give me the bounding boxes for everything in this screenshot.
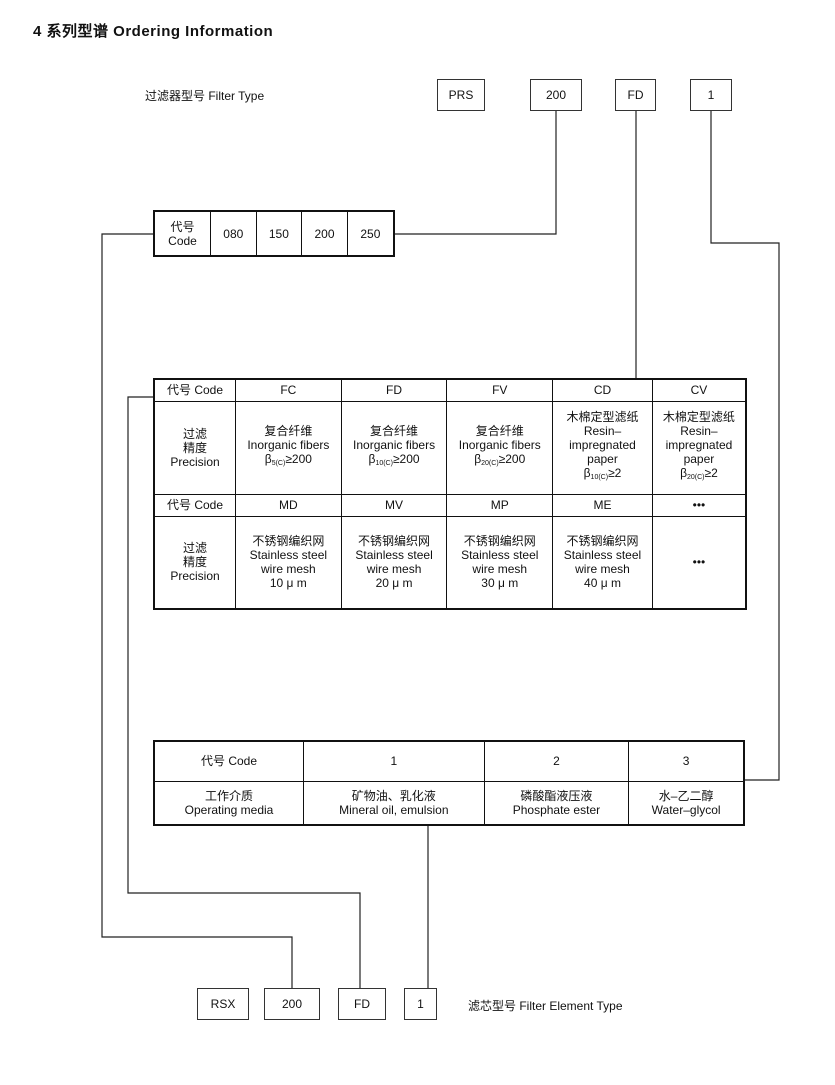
beta-val: ≥2 (608, 466, 622, 480)
material-en: Stainless steel wire mesh (563, 548, 642, 577)
material-en: Stainless steel wire mesh (249, 548, 328, 577)
beta-beta: β (680, 466, 687, 480)
beta-sub: 20(C) (481, 460, 499, 467)
material-en: Stainless steel wire mesh (355, 548, 433, 577)
precision-code: MP (446, 493, 554, 517)
material-en: Resin– impregnated paper (569, 424, 636, 466)
media-label: 工作介质 Operating media (153, 780, 304, 826)
beta-val: ≥2 (704, 466, 718, 480)
code-label: 代号 Code (153, 378, 236, 402)
material-cn: 复合纤维 (475, 424, 524, 438)
precision-label: 过滤 精度 Precision (153, 515, 236, 610)
beta-sub: 20(C) (687, 474, 705, 481)
size-code-cell: 200 (301, 210, 348, 257)
beta-ratio: β20(C)≥2 (653, 466, 745, 485)
size-code-table: 代号 Code 080 150 200 250 (153, 210, 395, 257)
filter-code-series: PRS (437, 79, 485, 111)
mesh-rating: 30 μ m (481, 576, 519, 591)
beta-ratio: β10(C)≥2 (553, 466, 652, 485)
material-cn: 不锈钢编织网 (252, 534, 325, 549)
precision-code: ••• (651, 493, 747, 517)
beta-sub: 10(C) (375, 460, 393, 467)
media-code: 3 (628, 740, 745, 782)
media-code: 1 (303, 740, 485, 782)
precision-code: CD (552, 378, 653, 402)
precision-label: 过滤 精度 Precision (153, 400, 236, 495)
beta-sub: 5(C) (271, 460, 286, 467)
element-code-size: 200 (264, 988, 320, 1020)
material-cn: 不锈钢编织网 (463, 534, 536, 549)
code-label: 代号 Code (153, 493, 236, 517)
connector-element-size (101, 233, 293, 988)
element-code-media: 1 (404, 988, 437, 1020)
connector-element-precision (127, 396, 361, 988)
beta-val: ≥200 (498, 452, 526, 466)
mesh-rating: 40 μ m (584, 576, 621, 591)
media-value: 水–乙二醇 Water–glycol (628, 780, 745, 826)
media-table: 代号 Code 1 2 3 工作介质 Operating media 矿物油、乳… (153, 740, 745, 826)
beta-val: ≥200 (392, 452, 420, 466)
precision-code: FV (446, 378, 554, 402)
element-code-series: RSX (197, 988, 249, 1020)
connector-size (395, 111, 557, 235)
material-cn: 复合纤维 (370, 424, 419, 438)
media-code: 2 (483, 740, 630, 782)
element-type-label: 滤芯型号 Filter Element Type (468, 999, 623, 1013)
precision-code: MD (235, 493, 342, 517)
size-code-header: 代号 Code (153, 210, 211, 257)
mesh-rating: 10 μ m (269, 576, 307, 591)
filter-code-size: 200 (530, 79, 582, 111)
beta-ratio: β10(C)≥200 (342, 452, 447, 471)
size-code-cell: 150 (255, 210, 303, 257)
beta-beta: β (583, 466, 591, 480)
media-code-label: 代号 Code (153, 740, 304, 782)
precision-desc: ••• (651, 515, 747, 610)
filter-code-media: 1 (690, 79, 732, 111)
beta-ratio: β20(C)≥200 (447, 452, 552, 471)
material-cn: 不锈钢编织网 (358, 534, 431, 549)
filter-code-precision: FD (615, 79, 656, 111)
precision-code: CV (651, 378, 747, 402)
beta-val: ≥200 (285, 452, 312, 466)
mesh-rating: 20 μ m (375, 576, 413, 591)
precision-code: FC (235, 378, 342, 402)
beta-beta: β (474, 452, 482, 466)
connector-media (710, 111, 780, 781)
size-code-cell: 250 (346, 210, 395, 257)
element-code-precision: FD (338, 988, 386, 1020)
filter-type-label: 过滤器型号 Filter Type (145, 89, 265, 103)
material-en: Inorganic fibers (458, 438, 541, 452)
beta-beta: β (368, 452, 376, 466)
material-en: Resin– impregnated paper (665, 424, 733, 466)
precision-code: MV (340, 493, 448, 517)
material-cn: 木棉定型滤纸 (566, 410, 639, 424)
material-en: Inorganic fibers (247, 438, 330, 452)
material-en: Stainless steel wire mesh (461, 548, 539, 577)
material-cn: 不锈钢编织网 (566, 534, 639, 549)
media-value: 磷酸酯液压液 Phosphate ester (483, 780, 630, 826)
material-cn: 复合纤维 (264, 424, 313, 438)
precision-code: FD (340, 378, 448, 402)
section-title: 4 系列型谱 Ordering Information (33, 23, 274, 40)
beta-ratio: β5(C)≥200 (236, 452, 341, 471)
beta-sub: 10(C) (590, 474, 609, 481)
material-cn: 木棉定型滤纸 (662, 410, 735, 424)
size-code-cell: 080 (210, 210, 257, 257)
material-cn: ••• (692, 555, 706, 570)
beta-beta: β (264, 452, 272, 466)
precision-code: ME (552, 493, 653, 517)
media-value: 矿物油、乳化液 Mineral oil, emulsion (303, 780, 485, 826)
material-en: Inorganic fibers (353, 438, 436, 452)
